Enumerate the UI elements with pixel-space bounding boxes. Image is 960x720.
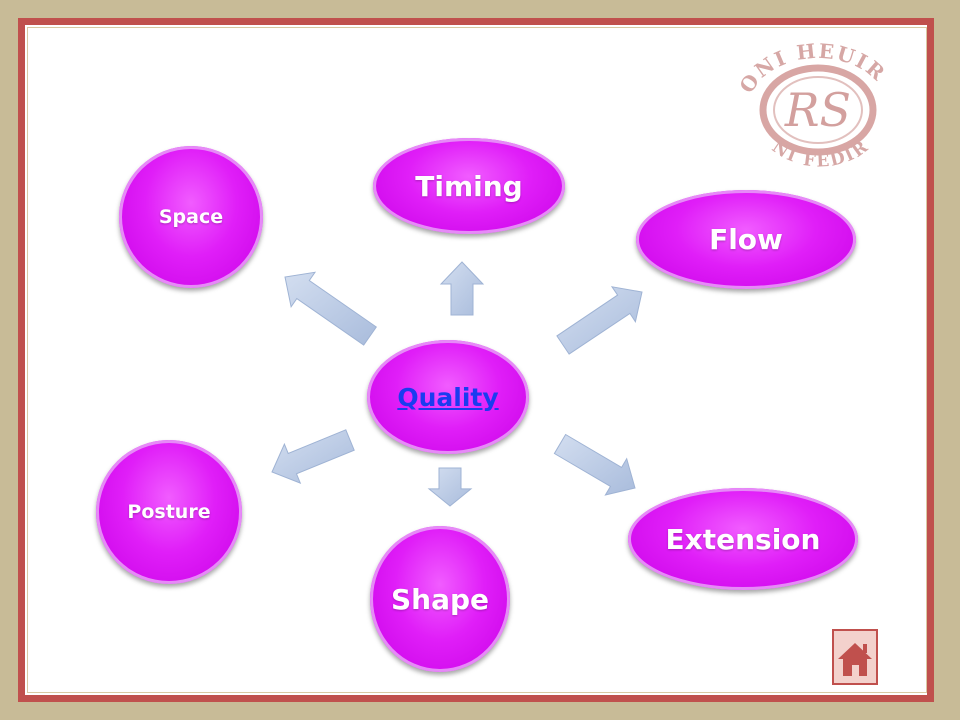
node-timing: Timing: [373, 138, 565, 234]
node-extension-label: Extension: [665, 522, 821, 556]
node-shape-label: Shape: [390, 582, 490, 616]
arrow-to-posture: [271, 429, 355, 484]
home-icon: [838, 643, 872, 676]
seal-logo: ONI HEUIR NI FEDIR RS: [734, 40, 889, 172]
arrow-to-flow: [556, 286, 643, 355]
arrow-to-extension: [553, 433, 636, 496]
node-posture: Posture: [96, 440, 242, 584]
node-flow-label: Flow: [709, 223, 783, 256]
seal-monogram: RS: [784, 83, 851, 137]
home-button[interactable]: [832, 629, 878, 685]
node-posture-label: Posture: [127, 501, 211, 523]
node-extension: Extension: [628, 488, 858, 590]
arrow-to-timing: [439, 261, 485, 316]
node-timing-label: Timing: [415, 169, 523, 203]
node-space-label: Space: [158, 206, 224, 228]
arrow-to-shape: [427, 467, 473, 507]
arrow-to-space: [284, 271, 377, 346]
node-space: Space: [119, 146, 263, 288]
node-flow: Flow: [636, 190, 856, 289]
quality-link[interactable]: Quality: [397, 382, 499, 412]
node-shape: Shape: [370, 526, 510, 672]
center-node-quality[interactable]: Quality: [367, 340, 529, 454]
